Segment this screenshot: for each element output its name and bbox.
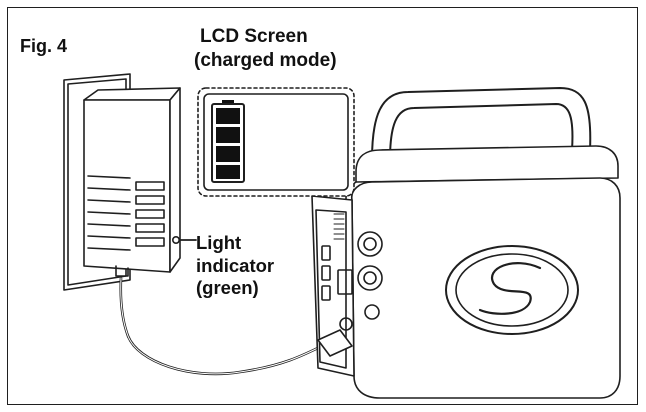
charger-adapter-icon [83, 87, 181, 277]
lcd-callout-subtitle: (charged mode) [194, 50, 337, 71]
light-indicator-callout: Light indicator (green) [196, 232, 274, 300]
power-station-icon [311, 87, 621, 399]
lcd-callout-box [197, 87, 355, 197]
figure-label: Fig. 4 [20, 36, 68, 56]
lcd-callout-title: LCD Screen [200, 26, 308, 47]
indicator-line-2: indicator [196, 254, 275, 276]
indicator-line-1: Light [196, 232, 242, 253]
battery-level-icon [211, 100, 245, 183]
indicator-line-3: (green) [196, 277, 259, 298]
brand-logo-icon [445, 245, 579, 335]
